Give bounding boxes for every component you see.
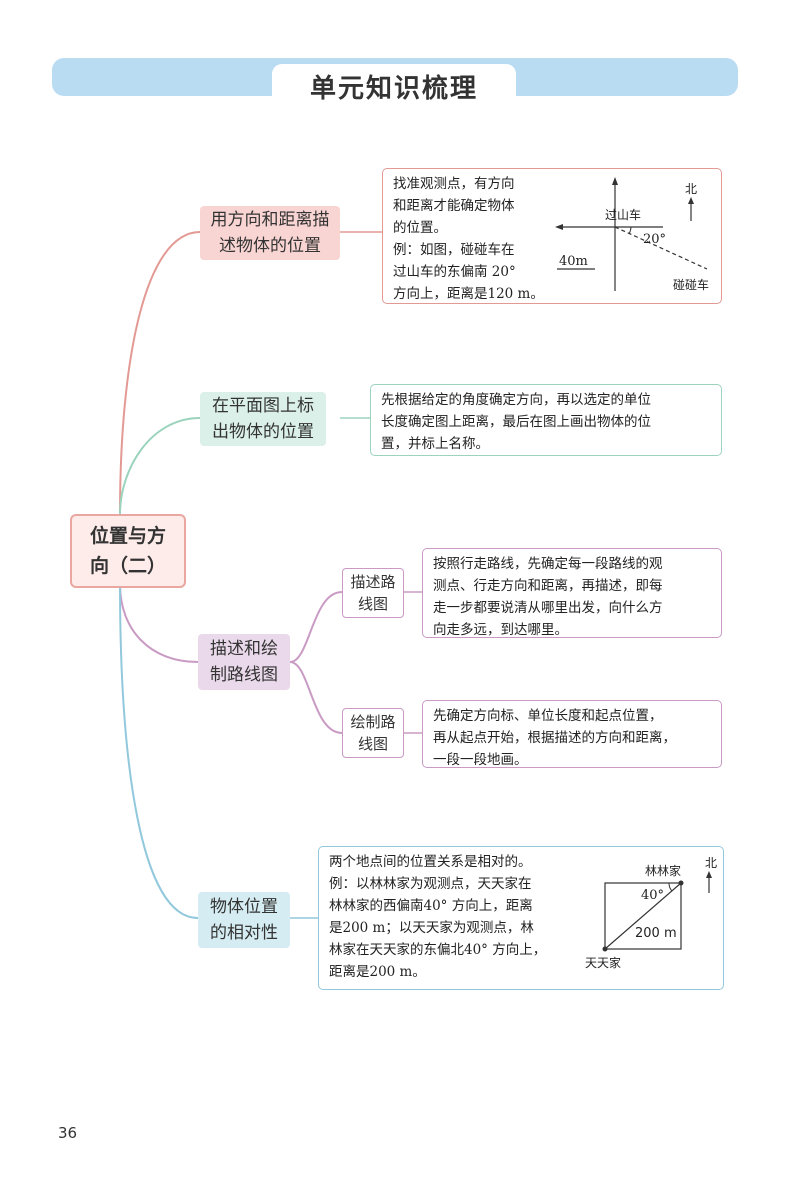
sub-node-line1: 描述路 (350, 573, 396, 591)
north-label: 北 (705, 856, 717, 870)
relativity-diagram: 林林家 北 40° 200 m 天天家 (585, 856, 717, 970)
note-line: 例：如图，碰碰车在 (393, 242, 515, 258)
root-node: 位置与方 向（二） (70, 514, 186, 588)
note-line: 置，并标上名称。 (381, 436, 489, 452)
note-line: 长度确定图上距离，最后在图上画出物体的位 (381, 414, 651, 430)
note-plane-map: 先根据给定的角度确定方向，再以选定的单位 长度确定图上距离，最后在图上画出物体的… (370, 384, 722, 456)
map-frame (604, 882, 682, 950)
note-line: 是200 m；以天天家为观测点，林 (329, 920, 534, 936)
root-node-line2: 向（二） (89, 555, 166, 577)
note-relativity: 两个地点间的位置关系是相对的。 例：以林林家为观测点，天天家在 林林家的西偏南4… (318, 846, 724, 990)
note-line: 再从起点开始，根据描述的方向和距离， (433, 730, 676, 746)
sub-node-line2: 线图 (357, 595, 388, 613)
north-arrow-head (706, 871, 712, 878)
branch-node-direction-distance: 用方向和距离描 述物体的位置 (200, 206, 340, 260)
branch-node-line1: 物体位置 (210, 897, 278, 917)
connector-branch3-sub2 (289, 661, 343, 734)
note-line: 距离是200 m。 (329, 964, 426, 980)
north-label: 北 (685, 182, 697, 196)
note-line: 一段一段地画。 (433, 752, 528, 768)
note-draw-route: 先确定方向标、单位长度和起点位置， 再从起点开始，根据描述的方向和距离， 一段一… (422, 700, 722, 768)
root-node-line1: 位置与方 (89, 525, 166, 547)
branch-node-line2: 的相对性 (210, 923, 278, 943)
observer-label: 过山车 (605, 207, 641, 222)
top-location-dot (678, 880, 684, 886)
note-line: 走一步都要说清从哪里出发，向什么方 (433, 600, 663, 616)
note-line: 方向上，距离是120 m。 (393, 286, 544, 302)
note-line: 找准观测点，有方向 (393, 176, 515, 192)
north-arrow-head (688, 197, 694, 204)
note-line: 先确定方向标、单位长度和起点位置， (433, 708, 663, 724)
page-title: 单元知识梳理 (272, 64, 516, 108)
branch-node-relativity: 物体位置 的相对性 (198, 892, 290, 948)
sub-node-describe-route: 描述路 线图 (342, 568, 404, 618)
note-line: 过山车的东偏南 20° (393, 264, 516, 280)
bottom-location-label: 天天家 (585, 955, 621, 970)
note-line: 的位置。 (393, 220, 447, 236)
distance-label: 200 m (635, 926, 677, 941)
connector-root-branch1 (119, 231, 201, 515)
target-label: 碰碰车 (673, 277, 709, 292)
angle-label: 20° (643, 232, 666, 247)
note-line: 按照行走路线，先确定每一段路线的观 (433, 556, 663, 572)
bearing-line (614, 226, 708, 270)
branch-node-line2: 出物体的位置 (212, 422, 314, 442)
branch-node-line2: 述物体的位置 (219, 236, 321, 256)
connector-root-branch4 (119, 583, 199, 919)
angle-arc (668, 882, 673, 892)
note-describe-route: 按照行走路线，先确定每一段路线的观 测点、行走方向和距离，再描述，即每 走一步都… (422, 548, 722, 638)
branch-node-line1: 用方向和距离描 (210, 210, 330, 230)
note-line: 两个地点间的位置关系是相对的。 (329, 854, 532, 870)
sub-node-line2: 线图 (357, 735, 388, 753)
note-line: 林林家的西偏南40° 方向上，距离 (329, 898, 533, 914)
angle-arc (628, 226, 632, 235)
bottom-location-dot (602, 946, 608, 952)
sub-node-draw-route: 绘制路 线图 (342, 708, 404, 758)
branch-node-line1: 描述和绘 (210, 639, 278, 659)
sub-node-line1: 绘制路 (350, 713, 396, 731)
note-line: 例：以林林家为观测点，天天家在 (329, 876, 532, 892)
note-line: 和距离才能确定物体 (393, 198, 515, 214)
note-line: 向走多远，到达哪里。 (433, 622, 568, 638)
note-line: 林家在天天家的东偏北40° 方向上， (329, 942, 547, 958)
connector-root-branch3 (119, 583, 199, 663)
note-line: 先根据给定的角度确定方向，再以选定的单位 (381, 392, 651, 408)
note-direction-distance: 找准观测点，有方向 和距离才能确定物体 的位置。 例：如图，碰碰车在 过山车的东… (382, 168, 722, 304)
branch-node-line1: 在平面图上标 (212, 396, 314, 416)
connector-branch3-sub1 (289, 591, 343, 663)
note-line: 测点、行走方向和距离，再描述，即每 (433, 578, 663, 594)
diagonal-route (604, 882, 682, 950)
branch-node-plane-map: 在平面图上标 出物体的位置 (200, 392, 326, 446)
page-number: 36 (58, 1124, 78, 1142)
top-location-label: 林林家 (645, 863, 681, 878)
connector-root-branch2 (119, 417, 201, 515)
scale-label: 40m (559, 254, 588, 269)
ns-axis-arrow (612, 177, 618, 185)
ew-axis-arrow (555, 224, 563, 230)
angle-label: 40° (641, 888, 664, 903)
branch-node-route-map: 描述和绘 制路线图 (198, 634, 290, 690)
direction-diagram-roller-coaster: 北 过山车 20° 40m 碰碰车 (555, 177, 709, 292)
branch-node-line2: 制路线图 (210, 665, 278, 685)
